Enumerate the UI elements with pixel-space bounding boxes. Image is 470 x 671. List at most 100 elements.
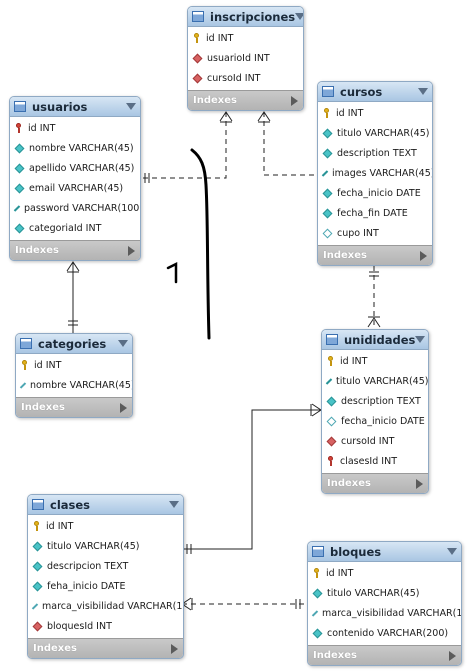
- column-label: titulo VARCHAR(45): [336, 375, 429, 387]
- column-list: id INT titulo VARCHAR(45) description TEXT…: [322, 350, 428, 473]
- table-header[interactable]: inscripciones: [188, 7, 303, 27]
- column-row[interactable]: marca_visibilidad VARCHAR(1): [28, 596, 183, 616]
- column-row[interactable]: categoriaId INT: [10, 218, 140, 238]
- table-name: unididades: [344, 332, 416, 347]
- table-name: cursos: [340, 84, 383, 99]
- column-row[interactable]: titulo VARCHAR(45): [28, 536, 183, 556]
- column-row[interactable]: cupo INT: [318, 223, 432, 243]
- table-bloques[interactable]: bloques id INT titulo VARCHAR(45) marca_vi…: [307, 541, 462, 666]
- expand-arrow-icon[interactable]: [449, 650, 456, 661]
- expand-arrow-icon[interactable]: [120, 402, 127, 413]
- hand-drawn-stroke: [190, 148, 211, 340]
- column-row[interactable]: description TEXT: [318, 143, 432, 163]
- column-diamond-icon: [312, 588, 323, 598]
- expand-arrow-icon[interactable]: [420, 250, 427, 261]
- column-label: descripcion TEXT: [47, 560, 129, 572]
- column-label: password VARCHAR(100): [24, 202, 141, 214]
- indexes-bar[interactable]: Indexes: [188, 90, 303, 110]
- column-label: titulo VARCHAR(45): [337, 127, 430, 139]
- table-header[interactable]: usuarios: [10, 97, 140, 117]
- column-row[interactable]: fecha_inicio DATE: [318, 183, 432, 203]
- table-icon: [14, 101, 26, 112]
- column-row[interactable]: usuarioId INT: [188, 48, 303, 68]
- column-label: categoriaId INT: [29, 222, 102, 234]
- column-row[interactable]: fecha_inicio DATE: [322, 411, 428, 431]
- primary-foreign-key-icon: [15, 123, 23, 133]
- column-row[interactable]: nombre VARCHAR(45): [10, 138, 140, 158]
- expand-arrow-icon[interactable]: [416, 478, 423, 489]
- indexes-label: Indexes: [313, 650, 357, 661]
- column-label: id INT: [206, 32, 234, 44]
- column-row[interactable]: marca_visibilidad VARCHAR(1): [308, 603, 461, 623]
- column-row[interactable]: id INT: [322, 351, 428, 371]
- column-row[interactable]: id INT: [10, 118, 140, 138]
- column-row[interactable]: password VARCHAR(100): [10, 198, 140, 218]
- column-row[interactable]: titulo VARCHAR(45): [308, 583, 461, 603]
- column-row[interactable]: contenido VARCHAR(200): [308, 623, 461, 643]
- chevron-down-icon[interactable]: [126, 103, 136, 110]
- column-row[interactable]: images VARCHAR(45): [318, 163, 432, 183]
- column-label: id INT: [28, 122, 56, 134]
- column-label: titulo VARCHAR(45): [327, 587, 420, 599]
- column-diamond-icon: [322, 188, 333, 198]
- chevron-down-icon[interactable]: [118, 340, 128, 347]
- indexes-bar[interactable]: Indexes: [16, 397, 132, 417]
- table-unididades[interactable]: unididades id INT titulo VARCHAR(45) descr…: [321, 329, 429, 494]
- column-row[interactable]: fecha_fin DATE: [318, 203, 432, 223]
- table-inscripciones[interactable]: inscripciones id INT usuarioId INT cursoId…: [187, 6, 304, 111]
- column-row[interactable]: id INT: [188, 28, 303, 48]
- expand-arrow-icon[interactable]: [128, 245, 135, 256]
- chevron-down-icon[interactable]: [415, 336, 426, 343]
- primary-key-icon: [313, 568, 321, 578]
- column-label: fecha_inicio DATE: [341, 415, 425, 427]
- column-label: cursoId INT: [341, 435, 395, 447]
- indexes-bar[interactable]: Indexes: [308, 645, 461, 665]
- column-row[interactable]: description TEXT: [322, 391, 428, 411]
- nullable-column-diamond-icon: [326, 416, 337, 426]
- column-row[interactable]: nombre VARCHAR(45): [16, 375, 132, 395]
- column-row[interactable]: feha_inicio DATE: [28, 576, 183, 596]
- column-row[interactable]: email VARCHAR(45): [10, 178, 140, 198]
- table-header[interactable]: bloques: [308, 542, 461, 562]
- column-row[interactable]: titulo VARCHAR(45): [322, 371, 428, 391]
- table-icon: [322, 86, 334, 97]
- column-row[interactable]: cursoId INT: [188, 68, 303, 88]
- column-row[interactable]: clasesId INT: [322, 451, 428, 471]
- indexes-bar[interactable]: Indexes: [322, 473, 428, 493]
- indexes-bar[interactable]: Indexes: [318, 245, 432, 265]
- relationship-inscripciones-cursos: [263, 112, 317, 176]
- table-cursos[interactable]: cursos id INT titulo VARCHAR(45) descripti…: [317, 81, 433, 266]
- column-row[interactable]: cursoId INT: [322, 431, 428, 451]
- table-usuarios[interactable]: usuarios id INT nombre VARCHAR(45)apellid…: [9, 96, 141, 261]
- expand-arrow-icon[interactable]: [171, 643, 178, 654]
- chevron-down-icon[interactable]: [447, 548, 457, 555]
- column-row[interactable]: id INT: [28, 516, 183, 536]
- chevron-down-icon[interactable]: [418, 88, 428, 95]
- expand-arrow-icon[interactable]: [291, 95, 298, 106]
- column-row[interactable]: id INT: [308, 563, 461, 583]
- chevron-down-icon[interactable]: [169, 501, 179, 508]
- column-row[interactable]: id INT: [318, 103, 432, 123]
- table-header[interactable]: unididades: [322, 330, 428, 350]
- table-header[interactable]: categories: [16, 334, 132, 354]
- column-row[interactable]: id INT: [16, 355, 132, 375]
- table-icon: [192, 11, 204, 22]
- column-list: id INT titulo VARCHAR(45) marca_visibilida…: [308, 562, 461, 645]
- column-diamond-icon: [14, 183, 25, 193]
- column-row[interactable]: apellido VARCHAR(45): [10, 158, 140, 178]
- column-label: usuarioId INT: [207, 52, 270, 64]
- column-label: marca_visibilidad VARCHAR(1): [42, 600, 184, 612]
- chevron-down-icon[interactable]: [295, 13, 303, 20]
- table-header[interactable]: cursos: [318, 82, 432, 102]
- indexes-bar[interactable]: Indexes: [28, 638, 183, 658]
- table-header[interactable]: clases: [28, 495, 183, 515]
- indexes-bar[interactable]: Indexes: [10, 240, 140, 260]
- column-row[interactable]: titulo VARCHAR(45): [318, 123, 432, 143]
- column-diamond-icon: [14, 143, 25, 153]
- column-row[interactable]: bloquesId INT: [28, 616, 183, 636]
- table-name: usuarios: [32, 99, 88, 114]
- column-row[interactable]: descripcion TEXT: [28, 556, 183, 576]
